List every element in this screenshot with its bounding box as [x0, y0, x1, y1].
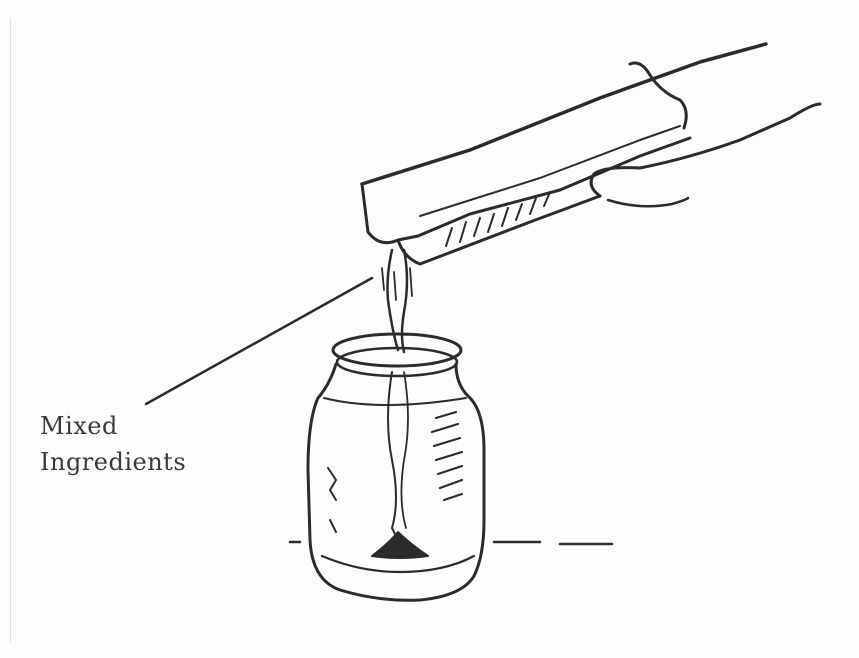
finger-outline	[591, 104, 820, 196]
jar-highlight-left	[328, 468, 336, 532]
callout-label-line-2: Ingredients	[40, 444, 186, 480]
ingredient-stream	[382, 250, 412, 352]
paper-front-face	[362, 138, 690, 243]
hand-with-paper	[362, 44, 820, 264]
thumb-outline	[630, 63, 686, 128]
callout-label: Mixed Ingredients	[40, 408, 186, 480]
stream-inside-jar	[388, 372, 398, 540]
jar-shoulder	[324, 398, 466, 405]
finger-tip	[608, 198, 688, 206]
table-surface-line	[290, 542, 612, 544]
glass-jar	[308, 334, 484, 600]
callout-label-line-1: Mixed	[40, 408, 186, 444]
jar-highlight-right	[432, 412, 462, 500]
ingredient-pile	[372, 532, 428, 558]
hand-crease	[420, 126, 680, 216]
callout-pointer-line	[146, 278, 372, 404]
hand-top-edge	[362, 44, 766, 184]
